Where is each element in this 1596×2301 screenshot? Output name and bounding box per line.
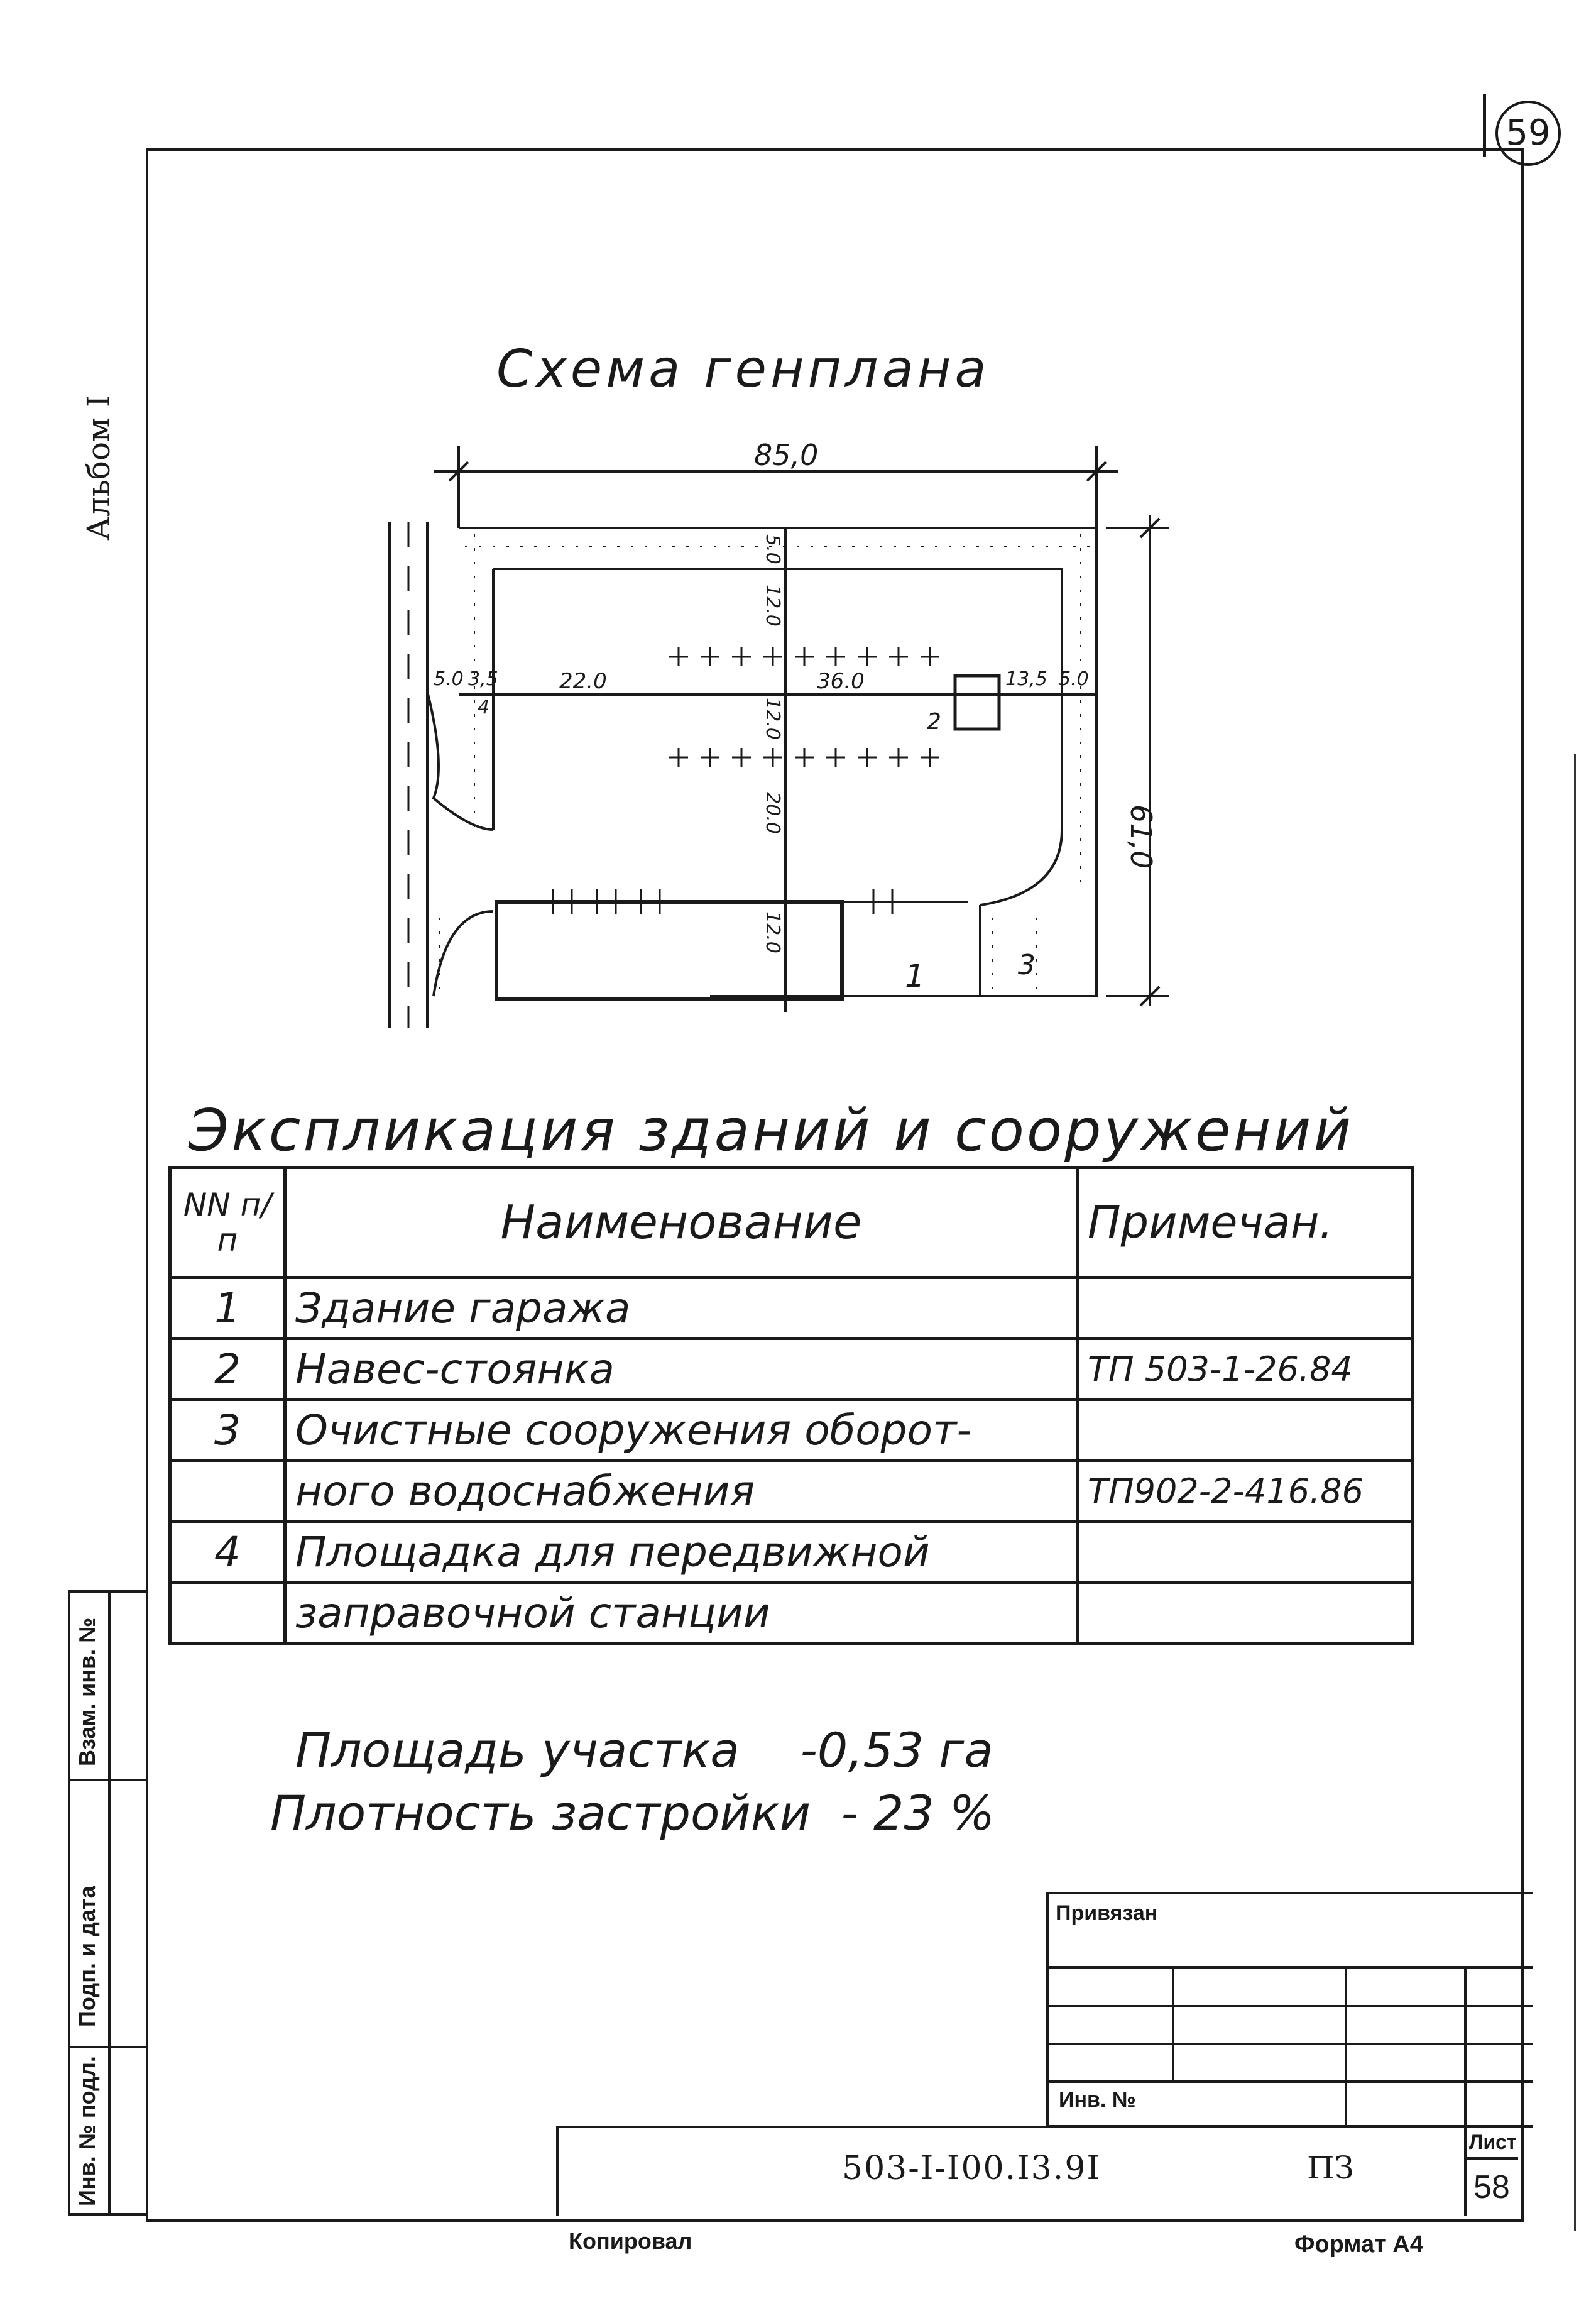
header-name: Наименование: [283, 1166, 1079, 1279]
table-row: 4 Площадка для передвижной: [168, 1520, 1414, 1584]
table-row: 1 Здание гаража: [168, 1276, 1414, 1340]
row-name: Площадка для передвижной: [283, 1520, 1079, 1584]
copied-label: Копировал: [569, 2228, 692, 2254]
row-note: [1076, 1276, 1414, 1340]
format-label: Формат А4: [1294, 2231, 1423, 2258]
sheet-cell-hline: [1464, 2157, 1518, 2160]
album-label: Альбом I: [80, 395, 117, 541]
dim-top: 5.0: [762, 534, 784, 564]
explication-table: NN п/п Наименование Примечан. 1 Здание г…: [168, 1166, 1414, 1645]
dim-left2: 3,5: [468, 668, 498, 690]
left-stamp-divider: [68, 2046, 146, 2048]
binding-vline: [1172, 1966, 1174, 2082]
sheet-label: Лист: [1469, 2131, 1517, 2153]
page-edge-line: [1574, 754, 1576, 2231]
podp-data-label: Подп. и дата: [74, 1886, 100, 2027]
dim-12c: 12.0: [762, 911, 784, 953]
row-note: [1076, 1520, 1414, 1584]
binding-vline: [1464, 1966, 1467, 2128]
site-area-note: Площадь участка -0,53 га: [295, 1722, 993, 1778]
row-num: 4: [168, 1520, 287, 1584]
table-header-row: NN п/п Наименование Примечан.: [168, 1166, 1414, 1279]
table-row: 3 Очистные сооружения оборот-: [168, 1398, 1414, 1462]
row-name: заправочной станции: [283, 1581, 1079, 1645]
sheet-number-circle: 59: [1495, 101, 1561, 166]
sheet-value: 58: [1473, 2169, 1510, 2205]
row-name: Очистные сооружения оборот-: [283, 1398, 1079, 1462]
row-name: Навес-стоянка: [283, 1337, 1079, 1401]
table-row: 2 Навес-стоянка ТП 503-1-26.84: [168, 1337, 1414, 1401]
left-stamp-column: [68, 1590, 146, 2216]
left-stamp-inner-line: [108, 1590, 111, 2216]
marker-2: 2: [927, 709, 941, 735]
dim-20: 20.0: [762, 792, 784, 834]
header-note: Примечан.: [1076, 1166, 1414, 1279]
marker-1: 1: [905, 958, 925, 994]
row-note: [1076, 1398, 1414, 1462]
row-num: 1: [168, 1276, 287, 1340]
dim-22: 22.0: [559, 669, 607, 694]
doc-code: 503-I-I00.I3.9I: [842, 2150, 1101, 2187]
marker-3: 3: [1018, 949, 1036, 981]
sheet-cell-divider: [1464, 2126, 1467, 2216]
vzam-inv-label: Взам. инв. №: [74, 1617, 100, 1766]
row-num: [168, 1459, 287, 1523]
top-right-tick: [1483, 94, 1486, 157]
table-row: заправочной станции: [168, 1581, 1414, 1645]
row-num: 2: [168, 1337, 287, 1401]
dim-height-total: 61,0: [1124, 805, 1158, 869]
binding-hline: [1046, 2080, 1533, 2083]
marker-4: 4: [478, 696, 489, 718]
title-block: [556, 2126, 1518, 2216]
site-plan-drawing: 85,0 61,0 5.0 12.0 12.0 20.0 12.0 5.0 3,…: [388, 440, 1169, 1028]
drawing-frame: [146, 148, 1524, 2222]
explication-title: Экспликация зданий и сооружений: [189, 1097, 1354, 1164]
binding-label: Привязан: [1056, 1901, 1158, 1925]
dim-width-total: 85,0: [754, 440, 818, 472]
header-num: NN п/п: [168, 1166, 287, 1279]
dim-right: 5.0: [1059, 668, 1089, 690]
row-note: ТП 503-1-26.84: [1076, 1337, 1414, 1401]
inv-podl-label: Инв. № подл.: [74, 2056, 100, 2206]
binding-hline: [1046, 1966, 1533, 1969]
binding-hline: [1046, 2043, 1533, 2045]
table-row: ного водоснабжения ТП902-2-416.86: [168, 1459, 1414, 1523]
row-num: 3: [168, 1398, 287, 1462]
dim-left1: 5.0: [434, 668, 464, 690]
dim-12a: 12.0: [762, 585, 784, 627]
binding-hline: [1046, 2005, 1533, 2007]
dim-135: 13,5: [1005, 668, 1047, 690]
plan-title: Схема генплана: [496, 339, 990, 399]
dim-36: 36.0: [817, 669, 865, 694]
doc-type: ПЗ: [1307, 2150, 1354, 2186]
row-note: ТП902-2-416.86: [1076, 1459, 1414, 1523]
inv-no-label: Инв. №: [1059, 2088, 1136, 2112]
binding-vline: [1345, 1966, 1347, 2128]
row-num: [168, 1581, 287, 1645]
row-note: [1076, 1581, 1414, 1645]
building-density-note: Плотность застройки - 23 %: [270, 1785, 995, 1841]
row-name: Здание гаража: [283, 1276, 1079, 1340]
dim-12b: 12.0: [762, 698, 784, 740]
left-stamp-divider: [68, 1779, 146, 1781]
row-name: ного водоснабжения: [283, 1459, 1079, 1523]
